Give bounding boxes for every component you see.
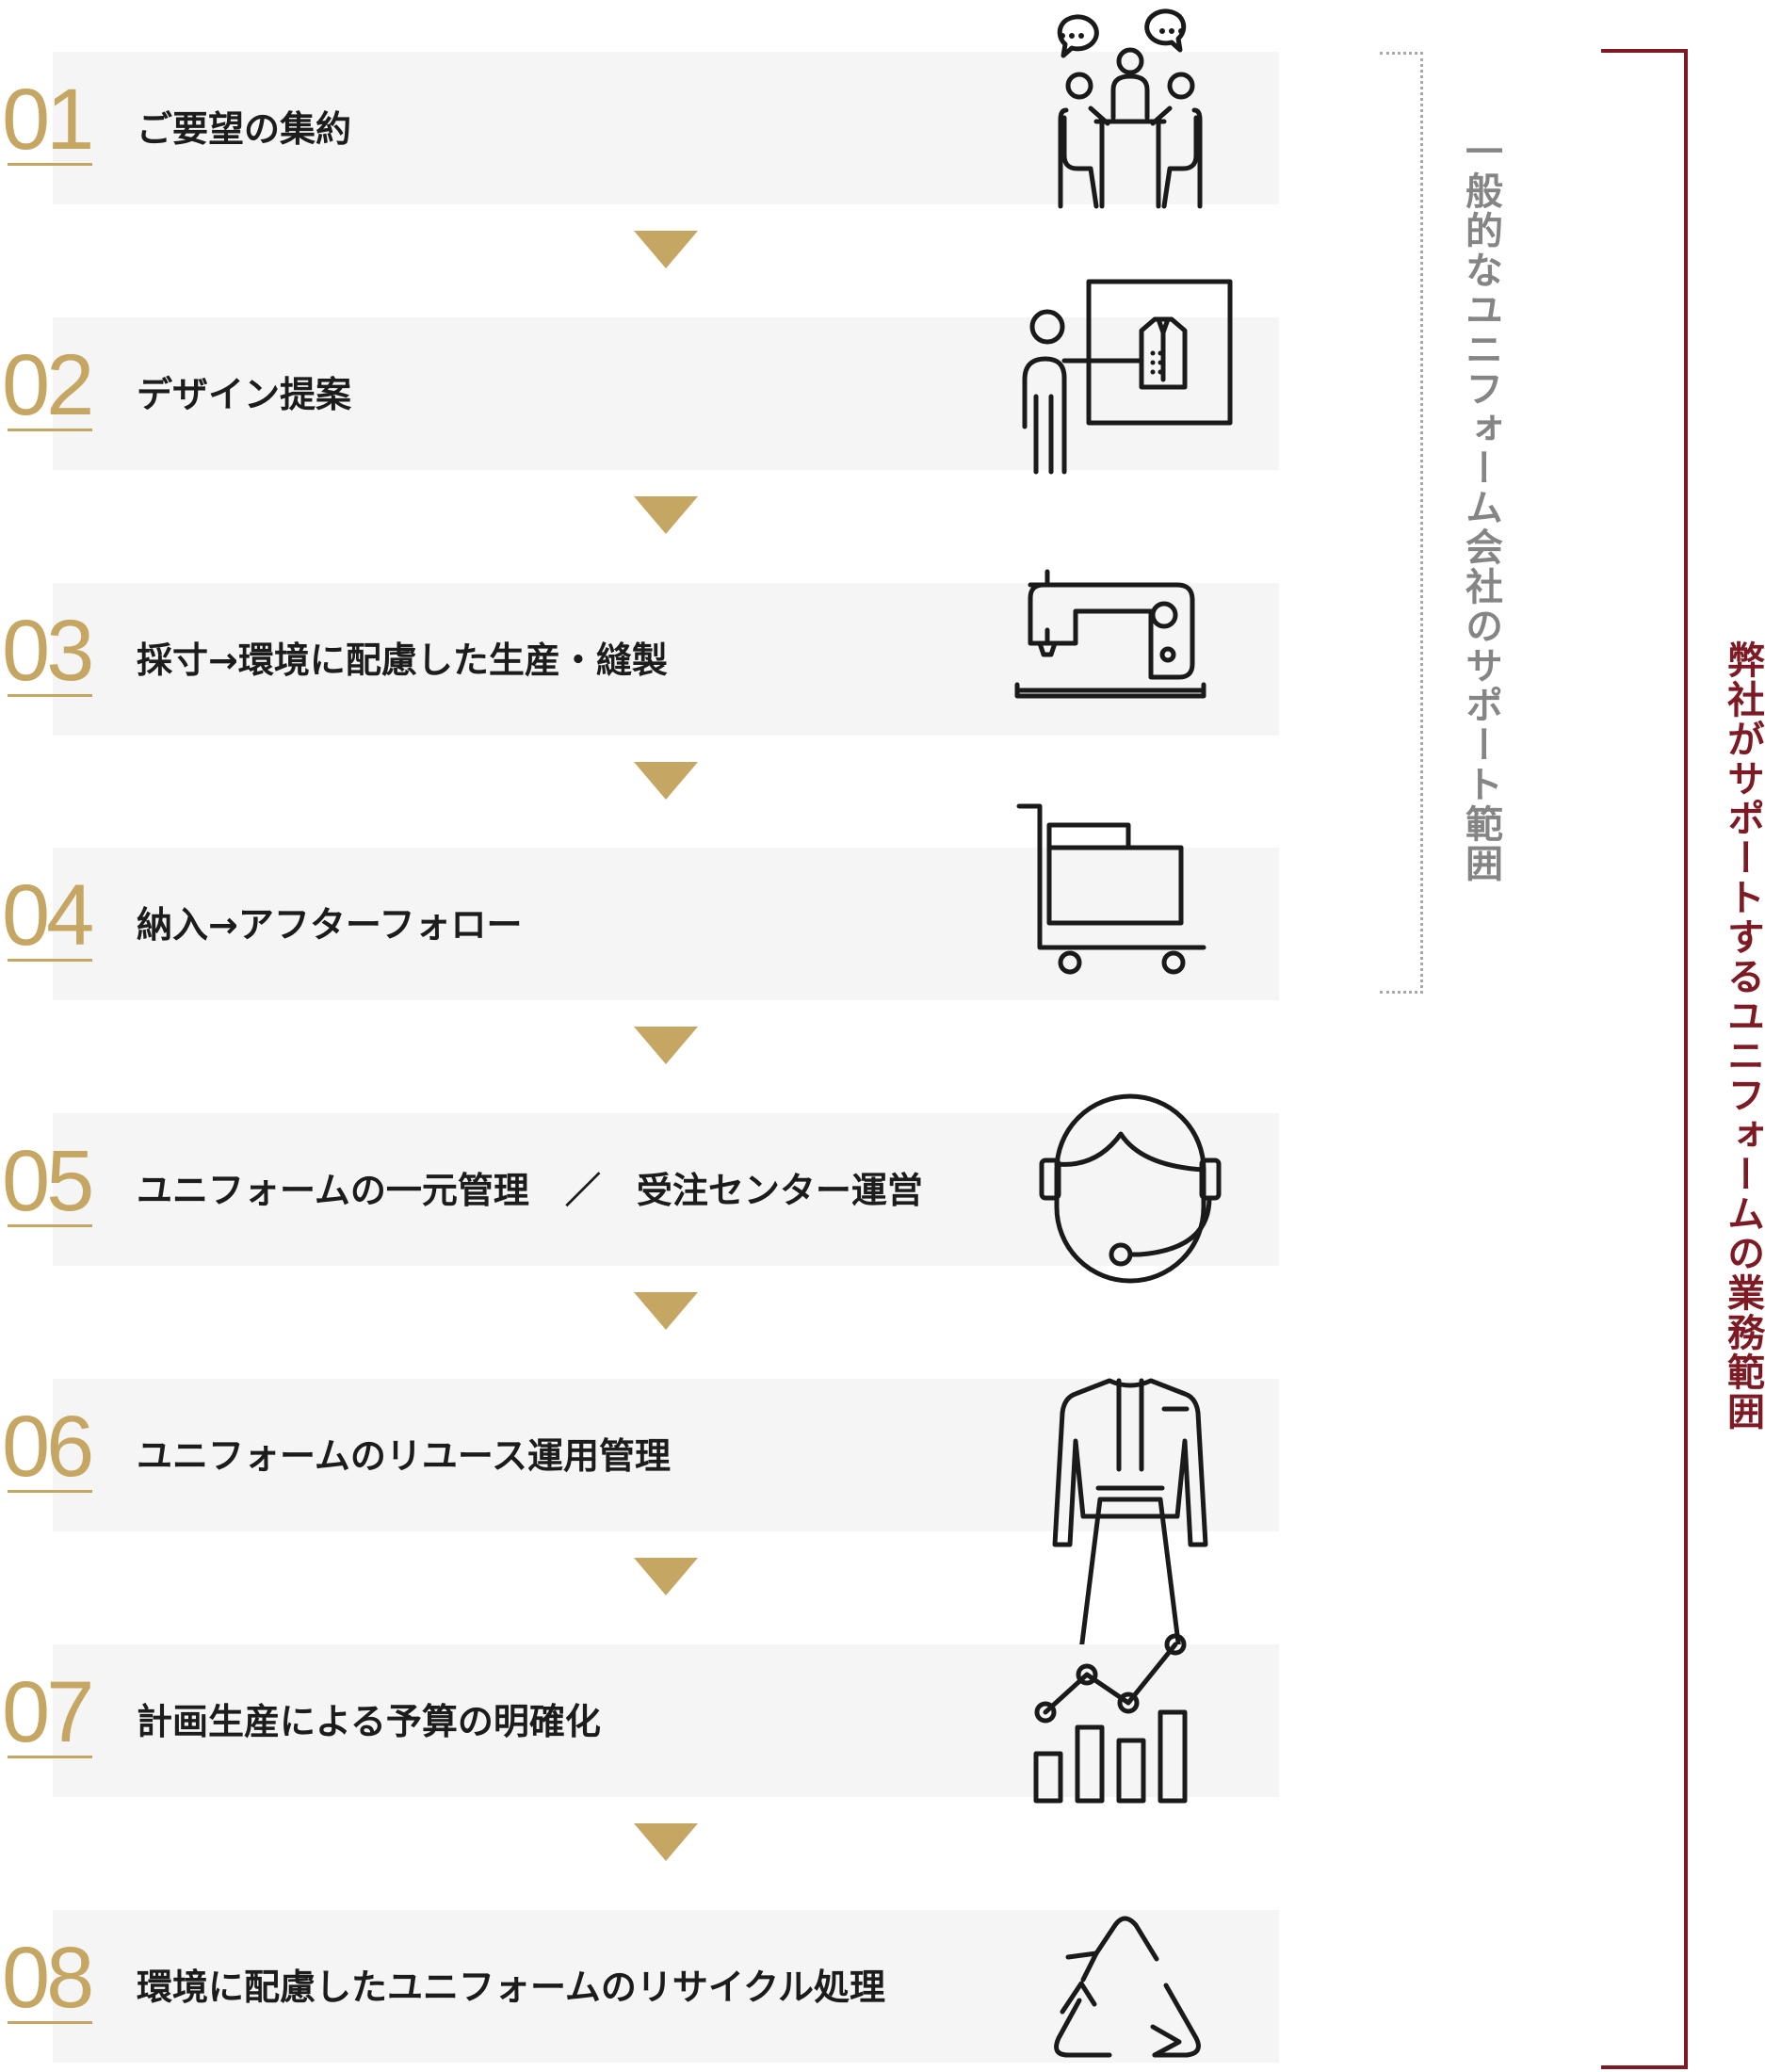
step-label: 納入→アフターフォロー: [137, 904, 523, 946]
step-number-underline: [8, 2021, 92, 2024]
step-number-underline: [8, 1756, 92, 1758]
step-background: [53, 317, 1279, 470]
step-background: [53, 583, 1279, 736]
recycle-icon: [1054, 1916, 1201, 2058]
step-row: 07 計画生産による予算の明確化: [0, 1633, 1300, 1804]
step-row: 05 ユニフォームの一元管理 ／ 受注センター運営: [0, 1093, 1300, 1284]
meeting-icon: [1057, 8, 1203, 209]
step-number: 04: [2, 867, 94, 963]
step-row: 06 ユニフォームのリユース運用管理: [0, 1378, 1300, 1653]
step-number-underline: [8, 429, 92, 431]
step-row: 03 採寸→環境に配慮した生産・縫製: [0, 569, 1300, 736]
step-row: 01 ご要望の集約: [0, 8, 1300, 209]
step-background: [53, 1910, 1279, 2063]
down-arrow-icon: [634, 1823, 698, 1861]
step-label: 計画生産による予算の明確化: [137, 1701, 601, 1742]
step-number-underline: [8, 163, 92, 166]
step-row: 04 納入→アフターフォロー: [0, 803, 1300, 1000]
our-scope-bracket: [1601, 49, 1688, 2069]
headset-operator-icon: [1039, 1093, 1222, 1284]
step-number-underline: [8, 959, 92, 962]
presentation-icon: [1022, 279, 1233, 475]
sewing-machine-icon: [1014, 569, 1206, 699]
step-label: ご要望の集約: [137, 108, 352, 150]
down-arrow-icon: [634, 496, 698, 534]
step-number: 05: [2, 1133, 94, 1229]
process-steps: 01 ご要望の集約 02 デザイン提案 03 採寸→環境に配慮した生産・縫製: [0, 8, 1300, 2063]
down-arrow-icon: [634, 762, 698, 800]
step-number: 08: [2, 1930, 94, 2026]
step-label: デザイン提案: [137, 374, 352, 415]
step-row: 08 環境に配慮したユニフォームのリサイクル処理: [0, 1910, 1300, 2063]
step-number: 02: [2, 337, 94, 433]
our-scope-label: 弊社がサポートするユニフォームの業務範囲: [1721, 640, 1764, 1432]
step-background: [53, 1113, 1279, 1266]
step-row: 02 デザイン提案: [0, 279, 1300, 475]
step-number: 06: [2, 1399, 94, 1495]
step-number: 01: [2, 72, 94, 168]
step-number: 07: [2, 1664, 94, 1760]
step-number: 03: [2, 603, 94, 699]
step-label: ユニフォームの一元管理 ／ 受注センター運営: [137, 1170, 923, 1211]
down-arrow-icon: [634, 1558, 698, 1595]
step-number-underline: [8, 694, 92, 697]
step-label: 採寸→環境に配慮した生産・縫製: [137, 639, 668, 681]
down-arrow-icon: [634, 231, 698, 268]
general-scope-bracket: [1380, 52, 1423, 994]
step-number-underline: [8, 1490, 92, 1493]
step-background: [53, 1644, 1279, 1797]
down-arrow-icon: [634, 1027, 698, 1064]
step-number-underline: [8, 1224, 92, 1227]
general-scope-label: 一般的なユニフォーム会社のサポート範囲: [1459, 132, 1502, 883]
step-label: ユニフォームのリユース運用管理: [137, 1435, 671, 1477]
uniform-dress-icon: [1052, 1378, 1208, 1653]
step-label: 環境に配慮したユニフォームのリサイクル処理: [137, 1967, 885, 2008]
growth-chart-icon: [1033, 1633, 1188, 1804]
down-arrow-icon: [634, 1292, 698, 1330]
delivery-cart-icon: [1016, 803, 1206, 975]
